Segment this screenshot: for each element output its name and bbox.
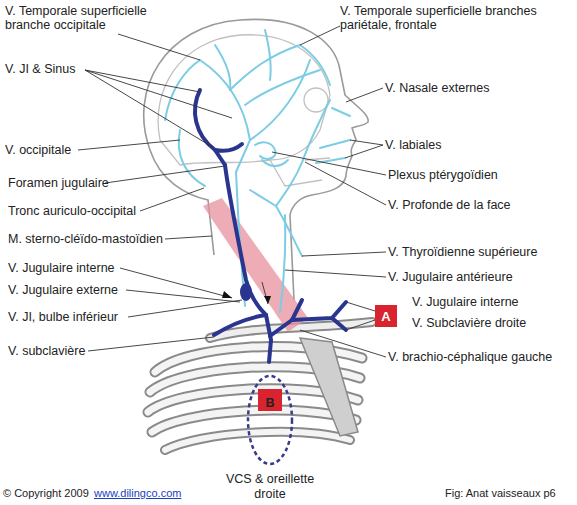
- rib-cage: [165, 432, 350, 450]
- website-link: www.dilingco.com: [94, 487, 181, 500]
- leader-lines: [126, 290, 240, 302]
- skull-outline: [158, 35, 330, 165]
- deep-veins: [266, 315, 271, 362]
- callout-box: A: [375, 305, 397, 327]
- vein-label: V. JI & Sinus: [5, 62, 75, 76]
- vein-label: V. Nasale externes: [385, 81, 489, 95]
- sternum: [300, 338, 358, 436]
- vein-label: V. labiales: [385, 138, 442, 152]
- rib-cage: [165, 432, 350, 450]
- deep-veins: [332, 318, 346, 330]
- leader-lines: [105, 166, 225, 183]
- vein-label: V. Subclavière droite: [412, 316, 526, 330]
- jugular-bulb: [240, 283, 252, 301]
- leader-lines: [85, 70, 214, 148]
- leader-lines: [140, 188, 204, 211]
- leader-lines: [88, 337, 214, 351]
- vein-label: V. brachio-céphalique gauche: [388, 350, 552, 364]
- leader-lines: [118, 34, 200, 60]
- vein-label: V. Jugulaire antérieure: [388, 270, 513, 284]
- deep-veins: [214, 315, 266, 335]
- leader-lines: [78, 140, 180, 150]
- leader-lines: [300, 26, 340, 45]
- leader-lines: [128, 300, 242, 317]
- deep-veins: [215, 144, 242, 151]
- muscle-label: M. sterno-cléïdo-mastoïdien: [8, 232, 163, 246]
- vein-label: V. Jugulaire interne: [412, 295, 519, 309]
- leader-lines: [305, 162, 386, 205]
- superficial-veins: [280, 215, 285, 312]
- ellipse-outline: [248, 376, 292, 464]
- vein-label: V. occipitale: [5, 143, 71, 157]
- copyright-note: © Copyright 2009: [3, 487, 89, 500]
- sternum: [300, 338, 358, 436]
- superficial-veins: [276, 160, 303, 206]
- vein-label: V. JI, bulbe inférieur: [8, 310, 118, 324]
- superficial-veins: [320, 140, 350, 148]
- leader-lines: [302, 252, 386, 256]
- superficial-veins: [255, 142, 275, 159]
- superficial-veins: [300, 45, 330, 85]
- sterno-mastoid-muscle: [203, 198, 308, 332]
- vein-label: V. Jugulaire interne: [8, 261, 115, 275]
- leader-lines: [345, 145, 383, 158]
- arrow-heads: [222, 291, 232, 298]
- superficial-veins: [250, 190, 276, 206]
- superficial-veins: [316, 158, 345, 163]
- vein-label: V. Temporale superficielle branche occip…: [5, 4, 173, 32]
- sterno-mastoid-muscle: [203, 198, 308, 332]
- leader-lines: [285, 270, 386, 277]
- deep-veins: [195, 90, 225, 165]
- figure-reference: Fig: Anat vaisseaux p6: [445, 487, 556, 500]
- superficial-veins: [250, 60, 310, 140]
- leader-lines: [120, 268, 232, 298]
- node-caption: VCS & oreillette droite: [222, 472, 318, 502]
- vein-label: V. Thyroïdienne supérieure: [388, 245, 537, 259]
- superficial-veins: [303, 100, 330, 160]
- leader-lines: [78, 26, 386, 357]
- deep-veins: [292, 302, 346, 320]
- vein-label: V. subclavière: [8, 344, 85, 358]
- leader-lines: [165, 236, 212, 239]
- callout-letter: B: [258, 396, 282, 411]
- leader-lines: [346, 88, 383, 102]
- vein-label: Tronc auriculo-occipital: [8, 204, 136, 218]
- superficial-veins: [179, 130, 205, 186]
- superficial-veins: [200, 60, 250, 140]
- leader-lines: [300, 330, 386, 357]
- vein-label: V. Profonde de la face: [388, 198, 511, 212]
- jugular-bulb: [240, 283, 252, 301]
- superficial-veins: [245, 70, 320, 105]
- deep-veins: [225, 165, 266, 315]
- dotted-ellipse: VCS & oreillette droite B: [222, 374, 318, 502]
- arrow-heads: [222, 291, 271, 304]
- leader-lines: [346, 320, 375, 330]
- superficial-veins: [332, 108, 350, 116]
- leader-lines: [272, 152, 386, 175]
- superficial-veins: [265, 30, 271, 80]
- callout-box: B: [258, 389, 282, 411]
- skull-outline: [270, 160, 322, 186]
- skull-outline: [304, 88, 328, 112]
- deep-veins: [195, 90, 346, 362]
- skull-outline: [158, 35, 330, 186]
- structure-label: Foramen jugulaire: [8, 176, 109, 190]
- arrow-heads: [264, 296, 271, 304]
- leader-lines: [346, 302, 375, 311]
- superficial-veins: [230, 45, 300, 90]
- leader-lines: [350, 140, 383, 145]
- callout-letter: A: [381, 309, 390, 324]
- vein-label: Plexus ptérygoïdien: [388, 168, 498, 182]
- superficial-veins: [215, 45, 230, 90]
- leader-lines: [85, 70, 232, 118]
- superficial-veins: [262, 160, 288, 166]
- vein-label: V. Temporale superficielle branches pari…: [340, 4, 572, 32]
- superficial-veins: [276, 206, 302, 256]
- vein-label: V. Jugulaire externe: [8, 283, 118, 297]
